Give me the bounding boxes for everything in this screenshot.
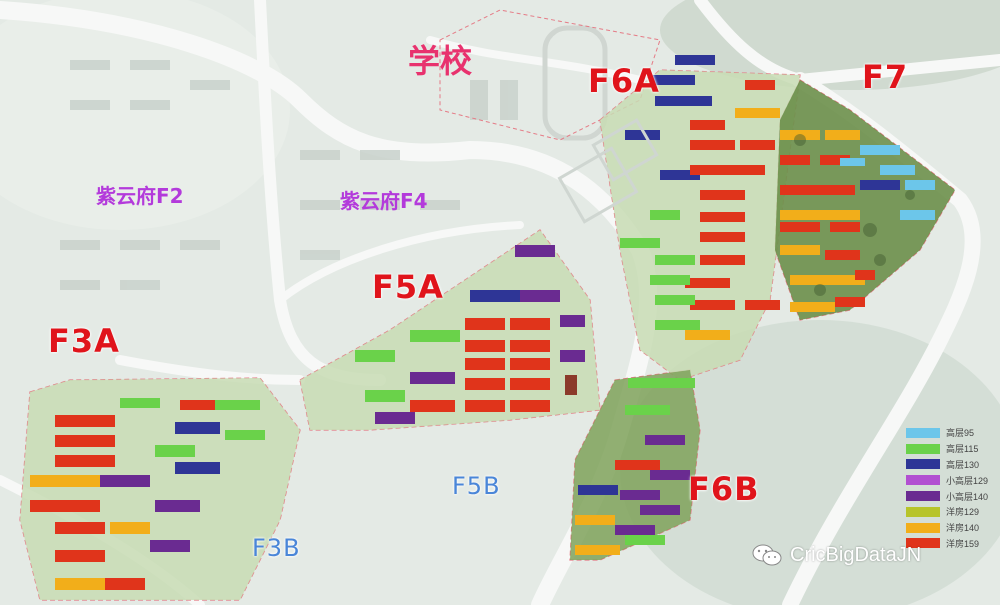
zone-label-f7: F7: [862, 58, 909, 96]
legend-label: 高层95: [946, 428, 975, 439]
school-track: [439, 9, 661, 141]
legend-label: 洋房140: [946, 523, 980, 534]
zone-label-f5b: F5B: [452, 472, 501, 500]
legend-swatch: [906, 538, 940, 549]
legend-label: 洋房129: [946, 507, 980, 518]
zone-label-f5a: F5A: [372, 268, 444, 306]
legend-swatch: [906, 475, 940, 486]
legend-label: 小高层129: [946, 475, 989, 486]
watermark: CricBigDataJN: [752, 543, 921, 567]
buildings-f7: [780, 130, 935, 312]
area-label-f4: 紫云府F4: [340, 189, 428, 213]
buildings-f3a: [30, 398, 265, 590]
legend-swatch: [906, 491, 940, 502]
legend-item: 高层95: [906, 425, 994, 441]
legend-item: 洋房129: [906, 504, 994, 520]
legend-item: 小高层140: [906, 488, 994, 504]
buildings-f6a: [620, 55, 780, 340]
legend-label: 高层130: [946, 459, 980, 470]
legend-swatch: [906, 427, 940, 438]
zone-label-f6a: F6A: [588, 62, 660, 100]
legend-swatch: [906, 459, 940, 470]
buildings-f6b: [575, 378, 695, 555]
zone-label-f3b: F3B: [252, 534, 301, 562]
wechat-icon: [752, 543, 782, 567]
legend-swatch: [906, 506, 940, 517]
school-grounds: [557, 118, 659, 224]
zone-label-f3a: F3A: [48, 322, 120, 360]
zone-label-f6b: F6B: [688, 470, 760, 508]
school-label: 学校: [408, 42, 473, 80]
legend-label: 高层115: [946, 444, 979, 455]
legend-item: 洋房140: [906, 520, 994, 536]
legend-item: 洋房159: [906, 536, 994, 552]
watermark-text: CricBigDataJN: [790, 543, 922, 566]
legend-swatch: [906, 443, 940, 454]
legend-item: 高层130: [906, 457, 994, 473]
buildings-f5a: [355, 245, 585, 424]
legend-swatch: [906, 522, 940, 533]
legend: 高层95 高层115 高层130 小高层129 小高层140 洋房129 洋房1…: [906, 425, 994, 551]
area-label-f2: 紫云府F2: [96, 184, 184, 208]
legend-label: 小高层140: [946, 491, 989, 502]
f5a-boundary: [299, 229, 601, 431]
legend-label: 洋房159: [946, 538, 980, 549]
legend-item: 小高层129: [906, 472, 994, 488]
neighbor-buildings: [60, 60, 518, 290]
legend-item: 高层115: [906, 441, 994, 457]
f7-trees: [794, 134, 915, 296]
